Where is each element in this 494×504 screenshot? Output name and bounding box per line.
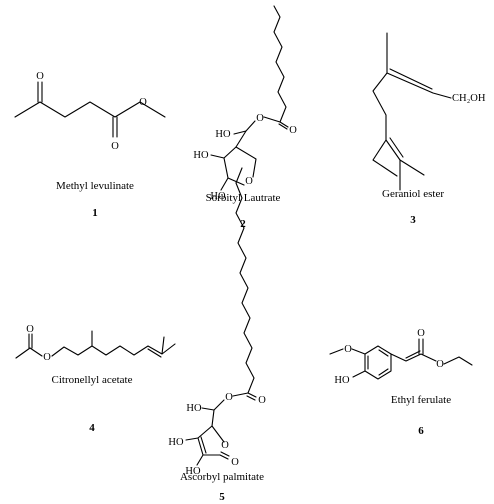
structure-ascorbyl-palmitate: O O HO HO HO O O: [168, 167, 266, 477]
acetate-carbonyl-double-bond: [28, 333, 33, 349]
methyl-levulinate-keto-double-bond: [37, 81, 43, 103]
lauryl-chain: [273, 5, 287, 123]
structure-methyl-levulinate: O O O: [14, 71, 166, 152]
geraniol-skeleton: [372, 32, 398, 177]
ascorbyl-ester-double-bond: [246, 392, 257, 401]
atom-o-ring: O: [221, 440, 229, 451]
atom-ho-2: HO: [168, 437, 184, 448]
structure-sorbityl-lautrate: O O HO HO HO O: [193, 5, 297, 202]
sorbityl-ring: [223, 146, 257, 186]
atom-ch2oh: CH₂OH: [452, 93, 486, 104]
compound-number-2: 2: [240, 218, 246, 230]
atom-o-carbonyl: O: [417, 328, 425, 339]
compound-number-5: 5: [219, 491, 225, 503]
ascorbyl-ring-substituents: [185, 437, 204, 466]
atom-ho-1: HO: [186, 403, 202, 414]
ferulate-substituents: [329, 348, 366, 378]
atom-ho-3: HO: [185, 466, 201, 477]
ferulate-side-chain: [390, 353, 473, 366]
atom-o-ester: O: [43, 352, 51, 363]
ferulate-alkene-double-bond: [405, 350, 421, 359]
ascorbyl-lactone-double-bond: [219, 451, 230, 460]
structure-geraniol: CH₂OH: [372, 32, 486, 191]
sorbityl-ring-substituents: [210, 154, 229, 191]
ascorbyl-side-hydroxyl: [201, 407, 215, 411]
compound-name-1: Methyl levulinate: [56, 180, 134, 192]
atom-o-ester: O: [256, 113, 264, 124]
citronellyl-terminal-double-bond: [147, 336, 165, 358]
ascorbyl-ring-double-bond: [200, 436, 207, 454]
methyl-levulinate-ester-double-bond: [112, 116, 118, 138]
atom-ho: HO: [334, 375, 350, 386]
structure-citronellyl-acetate: O O: [15, 324, 176, 363]
sorbityl-hydroxymethyl: [233, 130, 247, 135]
atom-o-ring: O: [245, 176, 253, 187]
ferulate-ester-double-bond: [418, 338, 424, 355]
atom-o-carbonyl: O: [26, 324, 34, 335]
atom-o-ester: O: [139, 97, 147, 108]
compound-number-3: 3: [410, 214, 416, 226]
geraniol-upper-double-bond: [386, 68, 452, 99]
compound-name-3: Geraniol ester: [382, 188, 444, 200]
ferulate-benzene-ring: [364, 345, 392, 380]
ferulate-ring-inner-bonds: [367, 349, 389, 376]
palmitoyl-chain: [235, 167, 255, 394]
atom-o-carbonyl: O: [289, 125, 297, 136]
atom-o-carbonyl: O: [258, 395, 266, 406]
compound-number-6: 6: [418, 425, 424, 437]
ascorbyl-ring: [197, 425, 225, 456]
atom-o-carbonyl: O: [111, 141, 119, 152]
compound-name-2: Sorbityl Lautrate: [206, 192, 281, 204]
compound-number-4: 4: [89, 422, 95, 434]
atom-ho-3: HO: [210, 191, 226, 202]
atom-o-lactone: O: [231, 457, 239, 468]
atom-o-ester: O: [436, 359, 444, 370]
atom-ho-1: HO: [215, 129, 231, 140]
atom-o-methoxy: O: [344, 344, 352, 355]
methyl-levulinate-skeleton: [14, 101, 166, 118]
compound-number-1: 1: [92, 207, 98, 219]
compound-name-4: Citronellyl acetate: [52, 374, 133, 386]
citronellyl-skeleton: [15, 343, 176, 359]
atom-o-keto: O: [36, 71, 44, 82]
compound-name-6: Ethyl ferulate: [391, 394, 451, 406]
geraniol-lower-double-bond: [385, 137, 425, 191]
compound-name-5: Ascorbyl palmitate: [180, 471, 264, 483]
atom-o-ester: O: [225, 392, 233, 403]
structure-ethyl-ferulate: O HO O O: [329, 328, 473, 386]
sorbityl-ester-double-bond: [278, 121, 289, 130]
atom-ho-2: HO: [193, 150, 209, 161]
